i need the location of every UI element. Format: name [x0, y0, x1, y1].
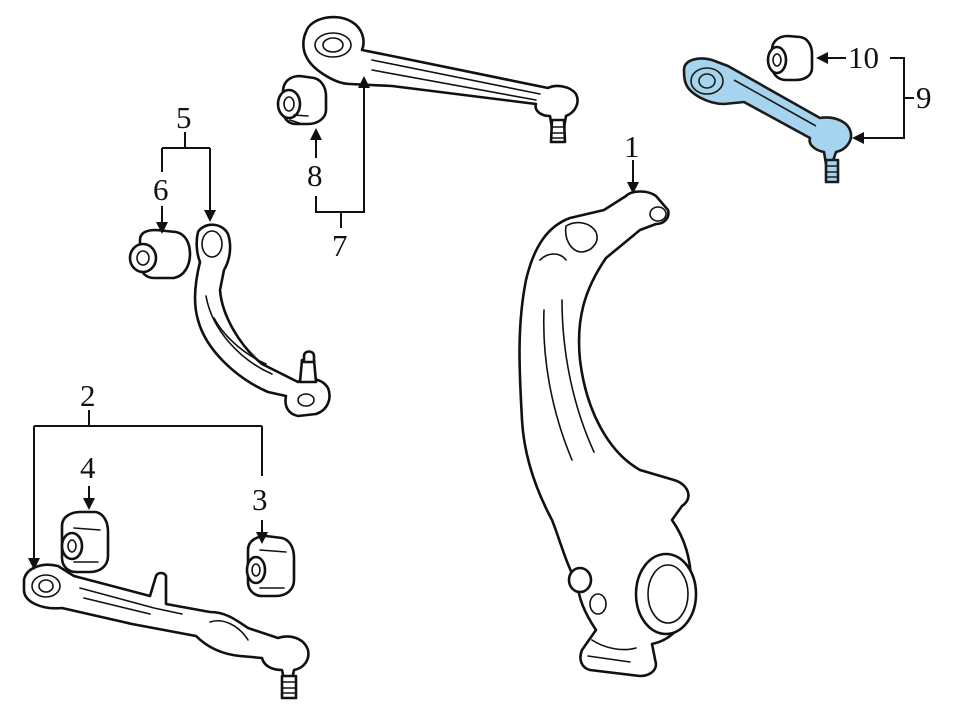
rear-upper-arm-bushing — [128, 228, 192, 280]
steering-knuckle — [518, 190, 698, 678]
callout-6: 6 — [153, 172, 169, 207]
callout-labels: 1 2 3 4 5 6 7 8 9 10 — [80, 40, 932, 517]
upper-control-arm — [682, 57, 853, 184]
rear-upper-arm — [193, 223, 331, 418]
rear-bushing — [245, 534, 296, 598]
front-bushing — [60, 510, 110, 574]
callout-9: 9 — [916, 80, 932, 115]
front-upper-arm — [302, 15, 579, 144]
callout-2: 2 — [80, 378, 96, 413]
callout-1: 1 — [624, 129, 640, 164]
upper-control-arm-bushing — [766, 34, 814, 82]
callout-10: 10 — [848, 40, 879, 75]
callout-5: 5 — [176, 100, 192, 135]
callout-7: 7 — [332, 228, 348, 263]
callout-8: 8 — [307, 158, 323, 193]
callout-4: 4 — [80, 450, 96, 485]
callout-3: 3 — [252, 482, 268, 517]
front-upper-arm-bushing — [276, 74, 328, 126]
callout-leaders — [28, 52, 914, 570]
lower-control-arm — [22, 563, 310, 700]
